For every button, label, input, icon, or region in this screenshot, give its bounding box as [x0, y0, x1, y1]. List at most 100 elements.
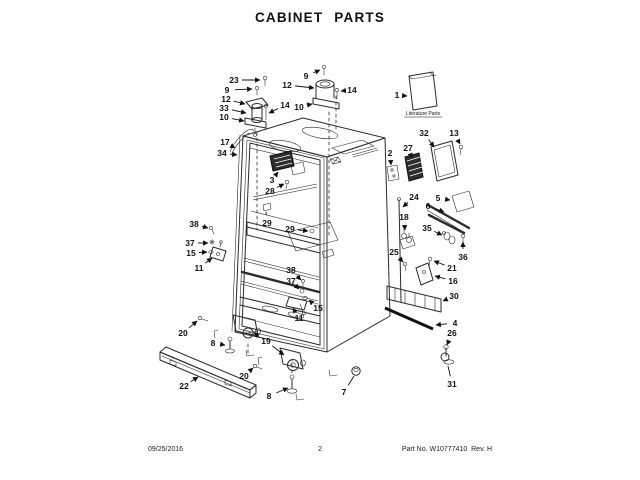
callout-leader: [402, 201, 409, 208]
callout-20: 20: [178, 328, 188, 338]
callout-leader: [201, 224, 209, 230]
callout-leader: [231, 109, 247, 115]
center-hinge-parts-left: [208, 226, 227, 262]
callout-17: 17: [220, 137, 230, 147]
callout-leader: [292, 307, 298, 314]
callout-34: 34: [217, 148, 227, 158]
callout-leader: [442, 296, 449, 302]
callout-leader: [313, 69, 321, 75]
hinge-top-right: [312, 64, 340, 110]
callout-11: 11: [195, 263, 204, 273]
refrigerator-cabinet: [229, 95, 391, 353]
callout-leader: [276, 387, 289, 394]
callout-leader: [188, 320, 198, 329]
callout-37: 37: [286, 276, 296, 286]
callout-36: 36: [458, 252, 468, 262]
callout-leader: [293, 283, 300, 290]
callout-leader: [295, 274, 302, 281]
callout-leader: [435, 321, 448, 328]
callout-8: 8: [267, 391, 272, 401]
callout-12: 12: [221, 94, 231, 104]
callout-15: 15: [313, 303, 323, 313]
callout-28: 28: [265, 186, 275, 196]
callout-leader: [229, 143, 236, 149]
callout-26: 26: [447, 328, 457, 338]
callout-leader: [347, 375, 355, 386]
footer-page-number: 2: [318, 446, 322, 453]
callout-6: 6: [426, 201, 431, 211]
callout-16: 16: [448, 276, 458, 286]
callout-29: 29: [285, 224, 295, 234]
callout-33: 33: [219, 103, 229, 113]
callout-leader: [428, 139, 435, 148]
callout-14: 14: [347, 85, 357, 95]
right-side-parts: [386, 140, 475, 303]
callout-leader: [434, 274, 446, 280]
callout-leader: [397, 256, 404, 263]
callout-leader: [446, 339, 452, 346]
callout-18: 18: [399, 212, 409, 222]
callout-leader: [447, 365, 451, 377]
callout-leader: [272, 345, 285, 356]
roller-assembly-front: [247, 343, 338, 401]
callout-leader: [234, 86, 253, 92]
callout-leader: [433, 260, 445, 266]
callout-1: 1: [395, 90, 400, 100]
callout-leader: [276, 183, 285, 189]
callout-leader: [306, 102, 313, 108]
callout-7: 7: [342, 387, 347, 397]
callout-25: 25: [389, 247, 399, 257]
footer-part-number: Part No. W10777410 Rev. H: [401, 446, 492, 453]
center-hinge-parts-middle: [285, 279, 308, 315]
callout-9: 9: [304, 71, 309, 81]
callout-leader: [434, 230, 443, 236]
callout-38: 38: [189, 219, 199, 229]
callout-leader: [455, 138, 461, 145]
callout-15: 15: [186, 248, 196, 258]
callout-leader: [247, 367, 254, 374]
callout-35: 35: [422, 223, 432, 233]
page-title: CABINET PARTS: [254, 10, 386, 25]
callout-leader: [272, 171, 279, 178]
callout-leader: [435, 207, 445, 213]
grommet: [351, 366, 361, 376]
callout-32: 32: [419, 128, 429, 138]
callout-37: 37: [185, 238, 195, 248]
callout-leader: [219, 341, 226, 347]
callout-11: 11: [295, 313, 304, 323]
callout-leader: [444, 196, 451, 202]
callout-13: 13: [449, 128, 459, 138]
callout-31: 31: [447, 379, 457, 389]
rear-access-panel: [384, 285, 442, 331]
kickplate-grille: [159, 346, 257, 399]
callout-23: 23: [229, 75, 239, 85]
literature-parts-label: Literature Parts: [406, 111, 441, 117]
callout-19: 19: [261, 336, 271, 346]
footer-date: 09/25/2016: [148, 446, 184, 453]
callout-leader: [229, 151, 238, 158]
callout-leader: [190, 376, 199, 383]
callout-3: 3: [270, 175, 275, 185]
callout-leader: [308, 299, 315, 306]
callout-leader: [407, 152, 413, 159]
hinge-top-left: [244, 75, 269, 137]
callout-24: 24: [409, 192, 419, 202]
callout-leader: [198, 249, 208, 256]
callout-leader: [205, 257, 213, 264]
callout-10: 10: [294, 102, 304, 112]
callout-leader: [231, 117, 245, 123]
callout-14: 14: [280, 100, 290, 110]
callout-leader: [297, 227, 309, 234]
callout-21: 21: [447, 263, 457, 273]
callout-4: 4: [453, 318, 458, 328]
callout-38: 38: [286, 265, 296, 275]
callout-12: 12: [282, 80, 292, 90]
callout-leader: [233, 100, 246, 106]
callout-29: 29: [262, 218, 272, 228]
callout-27: 27: [403, 143, 413, 153]
callout-leader: [294, 84, 315, 91]
callout-9: 9: [225, 85, 230, 95]
